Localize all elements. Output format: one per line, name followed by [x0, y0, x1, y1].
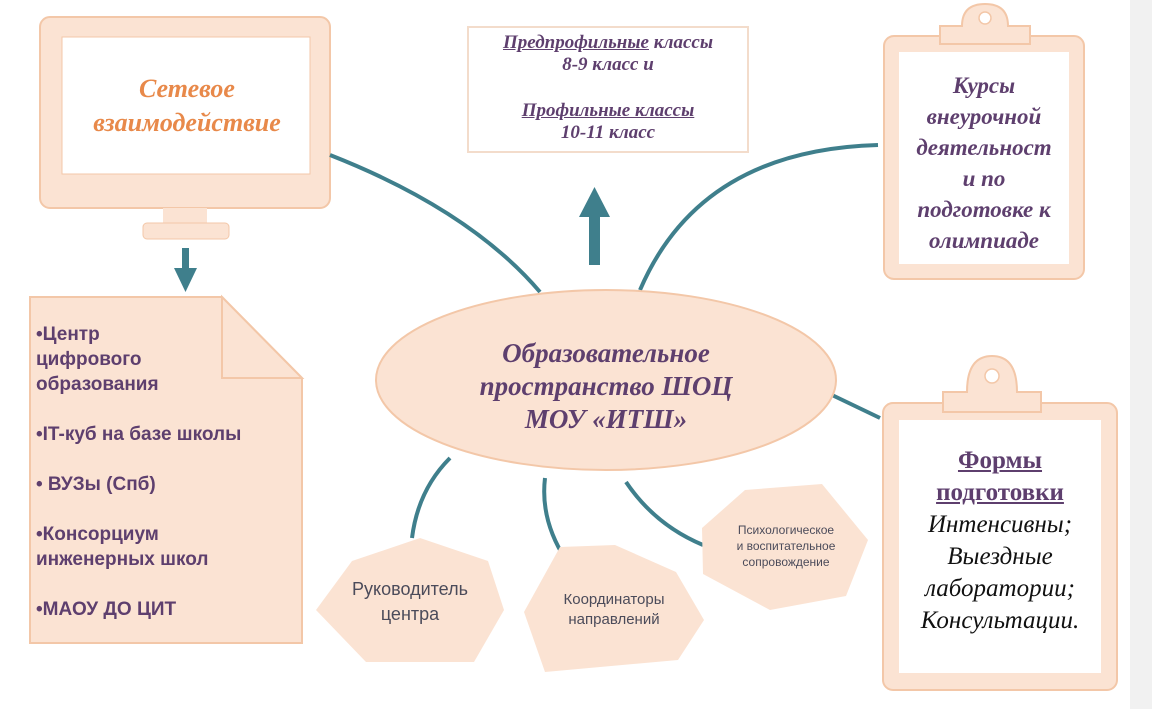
partner-item-center: •Центр цифрового образования [36, 324, 159, 395]
up-arrow [579, 187, 610, 265]
center-label: Образовательное пространство ШОЦ МОУ «ИТ… [479, 338, 733, 434]
classes-line1-rest: классы [648, 32, 714, 53]
classes-line4: 10-11 класс [560, 122, 656, 143]
partner-item-consortium: •Консорциум инженерных школ [36, 524, 209, 570]
connector-network [329, 153, 542, 294]
connector-support [624, 480, 704, 547]
classes-box: Предпрофильные классы 8-9 класс и Профил… [467, 26, 749, 153]
network-label: Сетевое взаимодействие [93, 74, 281, 137]
head-label: Руководитель центра [352, 579, 468, 624]
partner-item-universities: • ВУЗы (Спб) [36, 474, 156, 495]
connector-lines [329, 143, 881, 562]
monitor-shape [39, 16, 331, 240]
partner-item-maou: •МАОУ ДО ЦИТ [36, 599, 177, 620]
connector-forms [831, 393, 881, 420]
connector-head [410, 456, 452, 539]
document-shape [29, 294, 305, 644]
partner-item-itcube: •IT-куб на базе школы [36, 424, 242, 445]
center-ellipse [375, 289, 837, 471]
connector-courses [638, 143, 879, 291]
coordinators-label: Координаторы направлений [563, 591, 665, 628]
side-scroll-strip [1130, 0, 1152, 709]
classes-line2: 8-9 класс и [562, 54, 654, 75]
support-label: Психологическое и воспитательное сопрово… [736, 523, 836, 569]
forms-label: Формы подготовки Интенсивны; Выездные ла… [920, 447, 1080, 634]
courses-label: Курсы внеурочной деятельност и по подгот… [916, 73, 1052, 253]
support-polygon [702, 484, 868, 610]
monitor-down-arrow [174, 248, 197, 292]
clipboard-courses-shape [883, 2, 1085, 280]
clipboard-forms-shape [882, 354, 1118, 691]
partners-list: •Центр цифрового образования •IT-куб на … [36, 322, 286, 622]
classes-line3-underlined: Профильные классы [521, 100, 695, 121]
head-polygon [316, 538, 504, 662]
coordinators-polygon [524, 545, 704, 672]
classes-line1-underlined: Предпрофильные [502, 32, 649, 53]
